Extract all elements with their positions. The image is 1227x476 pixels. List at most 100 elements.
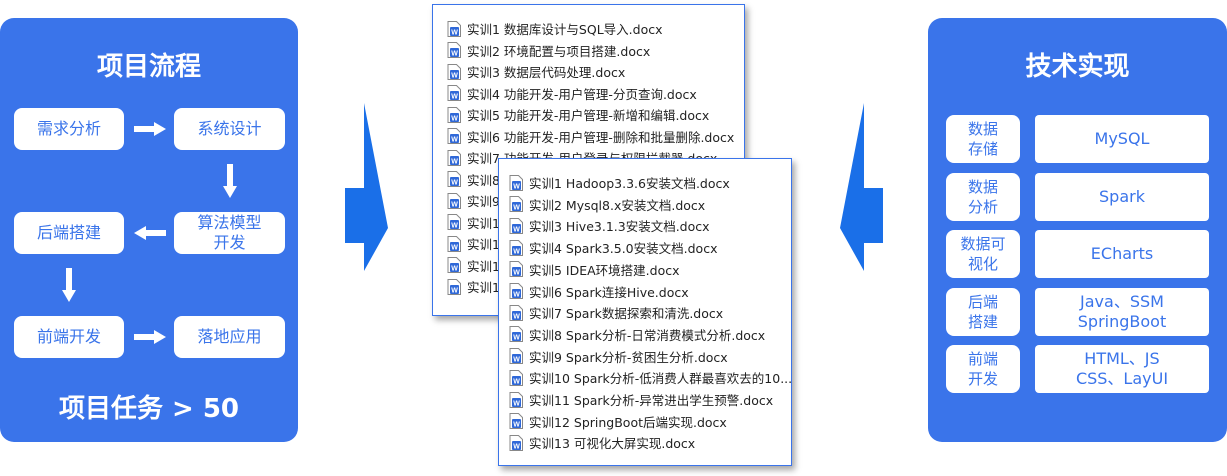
- word-doc-icon: W: [447, 42, 461, 58]
- doc-name: 实训5 IDEA环境搭建.docx: [529, 262, 680, 278]
- doc-name: 实训1: [467, 237, 500, 252]
- doc-item[interactable]: W 实训9 Spark分析-贫困生分析.docx: [509, 346, 728, 367]
- word-doc-icon: W: [509, 283, 523, 299]
- doc-name: 实训5 功能开发-用户管理-新增和编辑.docx: [467, 108, 710, 123]
- doc-item[interactable]: W 实训5 功能开发-用户管理-新增和编辑.docx: [447, 104, 709, 125]
- svg-text:W: W: [451, 115, 458, 122]
- doc-item[interactable]: W 实训8 Spark分析-日常消费模式分析.docx: [509, 324, 765, 345]
- doc-item[interactable]: W 实训6 Spark连接Hive.docx: [509, 281, 689, 302]
- svg-text:W: W: [451, 223, 458, 230]
- arrow-right-icon: [134, 122, 166, 136]
- doc-name: 实训3 数据层代码处理.docx: [467, 65, 626, 80]
- word-doc-icon: W: [447, 171, 461, 187]
- category-frontend: 前端 开发: [946, 345, 1020, 393]
- svg-text:W: W: [513, 226, 520, 233]
- svg-text:W: W: [513, 205, 520, 212]
- doc-item[interactable]: W 实训13 可视化大屏实现.docx: [509, 432, 695, 453]
- doc-name: 实训12 SpringBoot后端实现.docx: [529, 414, 727, 430]
- doc-name: 实训6 Spark连接Hive.docx: [529, 284, 689, 300]
- word-doc-icon: W: [447, 257, 461, 273]
- word-doc-icon: W: [447, 20, 461, 37]
- word-doc-icon: W: [447, 128, 461, 144]
- word-doc-icon: W: [509, 174, 523, 191]
- doc-item[interactable]: W 实训2 Mysql8.x安装文档.docx: [509, 194, 705, 215]
- svg-text:W: W: [513, 378, 520, 385]
- doc-item[interactable]: W 实训5 IDEA环境搭建.docx: [509, 259, 680, 280]
- word-doc-icon: W: [509, 239, 523, 256]
- svg-text:W: W: [451, 201, 458, 208]
- doc-item[interactable]: W 实训1 Hadoop3.3.6安装文档.docx: [509, 172, 730, 193]
- doc-item[interactable]: W 实训1: [447, 276, 500, 297]
- word-doc-icon: W: [447, 106, 461, 123]
- doc-item[interactable]: W 实训12 SpringBoot后端实现.docx: [509, 411, 727, 432]
- doc-item[interactable]: W 实训4 Spark3.5.0安装文档.docx: [509, 237, 717, 258]
- doc-item[interactable]: W 实训3 数据层代码处理.docx: [447, 61, 625, 82]
- word-doc-icon: W: [447, 63, 461, 80]
- svg-text:W: W: [451, 287, 458, 294]
- doc-item[interactable]: W 实训9: [447, 190, 500, 211]
- step-backend: 后端搭建: [14, 212, 124, 254]
- svg-text:W: W: [513, 183, 520, 190]
- task-count: 项目任务 > 50: [58, 394, 240, 424]
- doc-name: 实训3 Hive3.1.3安装文档.docx: [529, 219, 710, 235]
- tech-frontend-stack: HTML、JS CSS、LayUI: [1035, 345, 1209, 393]
- category-data-visualization: 数据可 视化: [946, 230, 1020, 278]
- doc-name: 实训1 Hadoop3.3.6安装文档.docx: [529, 176, 730, 191]
- doc-name: 实训1: [467, 258, 500, 274]
- step-deployment: 落地应用: [174, 316, 285, 358]
- word-doc-icon: W: [447, 278, 461, 295]
- svg-text:W: W: [513, 292, 520, 299]
- svg-text:W: W: [451, 137, 458, 144]
- tech-backend-stack: Java、SSM SpringBoot: [1035, 288, 1209, 336]
- doc-name: 实训11 Spark分析-异常进出学生预警.docx: [529, 393, 774, 408]
- doc-name: 实训4 功能开发-用户管理-分页查询.docx: [467, 86, 697, 102]
- doc-name: 实训10 Spark分析-低消费人群最喜欢去的10...: [529, 371, 793, 387]
- step-requirements: 需求分析: [14, 108, 124, 150]
- arrow-left-icon: [134, 226, 166, 240]
- word-doc-icon: W: [509, 348, 523, 365]
- category-data-storage: 数据 存储: [946, 115, 1020, 163]
- word-doc-icon: W: [509, 391, 523, 408]
- word-doc-icon: W: [447, 192, 461, 209]
- doc-item[interactable]: W 实训1: [447, 255, 500, 276]
- svg-text:W: W: [513, 443, 520, 450]
- doc-item[interactable]: W 实训10 Spark分析-低消费人群最喜欢去的10...: [509, 367, 792, 388]
- doc-item[interactable]: W 实训11 Spark分析-异常进出学生预警.docx: [509, 389, 773, 410]
- doc-item[interactable]: W 实训3 Hive3.1.3安装文档.docx: [509, 215, 710, 236]
- word-doc-icon: W: [509, 326, 523, 343]
- doc-item[interactable]: W 实训1: [447, 212, 500, 233]
- doc-item[interactable]: W 实训6 功能开发-用户管理-删除和批量删除.docx: [447, 126, 734, 147]
- step-algorithm-model: 算法模型 开发: [174, 212, 285, 254]
- doc-item[interactable]: W 实训4 功能开发-用户管理-分页查询.docx: [447, 83, 697, 104]
- category-data-analysis: 数据 分析: [946, 173, 1020, 221]
- doc-name: 实训1: [467, 215, 500, 231]
- tech-impl-panel: 技术实现 数据 存储 MySQL 数据 分析 Spark 数据可 视化 ECha…: [928, 18, 1227, 442]
- svg-text:W: W: [451, 94, 458, 101]
- project-flow-panel: 项目流程 需求分析 系统设计 算法模型 开发 后端搭建 前端开发 落地应用 项目…: [0, 18, 298, 442]
- svg-text:W: W: [513, 422, 520, 429]
- svg-text:W: W: [451, 158, 458, 165]
- svg-text:W: W: [513, 313, 520, 320]
- word-doc-icon: W: [447, 235, 461, 252]
- big-arrow-right-icon: [345, 103, 388, 271]
- svg-text:W: W: [451, 244, 458, 251]
- tech-echarts: ECharts: [1035, 230, 1209, 278]
- arrow-down-icon: [223, 164, 237, 198]
- doc-name: 实训1: [467, 280, 500, 295]
- word-doc-icon: W: [509, 217, 523, 234]
- svg-text:W: W: [513, 400, 520, 407]
- category-backend: 后端 搭建: [946, 288, 1020, 336]
- doc-name: 实训8: [467, 172, 500, 188]
- svg-text:W: W: [513, 357, 520, 364]
- doc-item[interactable]: W 实训1 数据库设计与SQL导入.docx: [447, 18, 663, 39]
- doc-item[interactable]: W 实训1: [447, 233, 500, 254]
- step-frontend: 前端开发: [14, 316, 124, 358]
- svg-text:W: W: [513, 270, 520, 277]
- svg-text:W: W: [451, 51, 458, 58]
- svg-text:W: W: [451, 29, 458, 36]
- doc-item[interactable]: W 实训2 环境配置与项目搭建.docx: [447, 40, 650, 61]
- doc-name: 实训9: [467, 194, 500, 209]
- doc-item[interactable]: W 实训7 Spark数据探索和清洗.docx: [509, 302, 723, 323]
- doc-item[interactable]: W 实训8: [447, 169, 500, 190]
- big-arrow-left-icon: [840, 103, 883, 271]
